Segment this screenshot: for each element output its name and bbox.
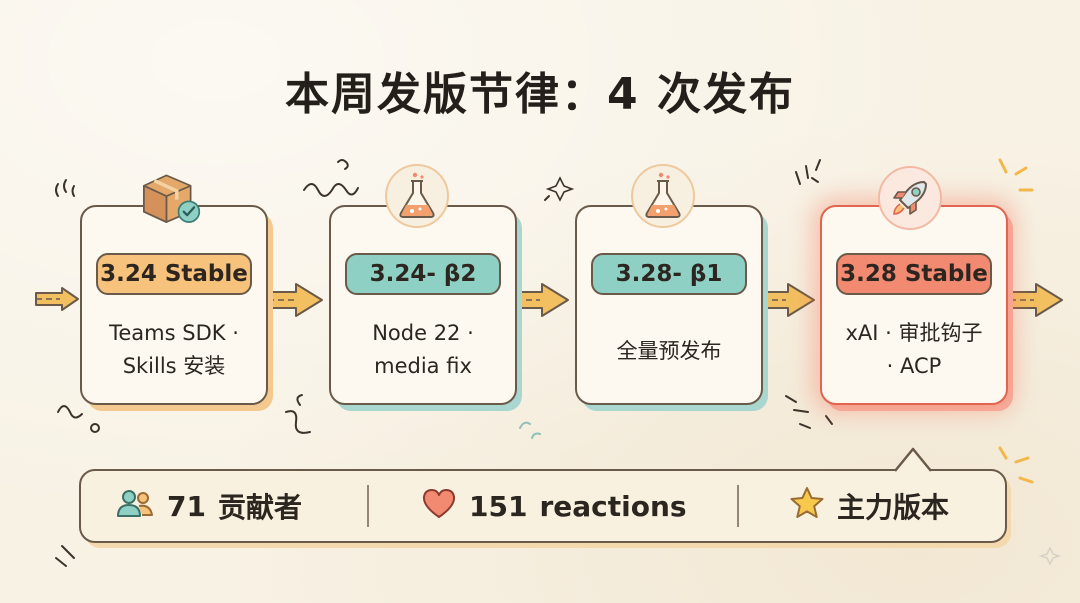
- stat-primary-version: 主力版本: [789, 471, 949, 541]
- rocket-icon: [878, 166, 942, 230]
- stat-contributors: 71 贡献者: [115, 471, 302, 541]
- timeline-arrow-2: [515, 283, 569, 317]
- divider: [737, 485, 739, 527]
- release-card-2[interactable]: 3.24- β2 Node 22 · media fix: [329, 205, 517, 405]
- release-card-1[interactable]: 3.24 Stable Teams SDK · Skills 安装: [80, 205, 268, 405]
- timeline-arrow-3: [761, 283, 815, 317]
- stat-label: 贡献者: [217, 491, 302, 524]
- version-pill: 3.28- β1: [591, 253, 747, 295]
- divider: [367, 485, 369, 527]
- version-pill: 3.24 Stable: [96, 253, 252, 295]
- package-check-icon: [137, 165, 201, 229]
- stat-reactions: 151 reactions: [421, 471, 687, 541]
- flask-icon: [631, 164, 695, 228]
- page-title: 本周发版节律：4 次发布: [285, 69, 795, 120]
- release-card-4[interactable]: 3.28 Stable xAI · 审批钩子 · ACP: [820, 205, 1008, 405]
- stat-label: reactions: [539, 489, 687, 523]
- release-description: Teams SDK · Skills 安装: [109, 321, 239, 378]
- timeline-arrow-start: [35, 287, 79, 311]
- heart-icon: [421, 487, 457, 526]
- stats-bar: 71 贡献者 151 reactions 主力版本: [79, 469, 1007, 543]
- highlight-pointer: [894, 447, 932, 472]
- release-card-3[interactable]: 3.28- β1 全量预发布: [575, 205, 763, 405]
- release-description: 全量预发布: [616, 339, 722, 363]
- release-description: Node 22 · media fix: [372, 321, 474, 378]
- users-icon: [115, 487, 155, 526]
- version-pill: 3.24- β2: [345, 253, 501, 295]
- timeline-arrow-1: [267, 283, 323, 317]
- star-icon: [789, 486, 825, 527]
- timeline-arrow-end: [1009, 283, 1063, 317]
- stat-value: 151: [469, 489, 528, 523]
- version-pill: 3.28 Stable: [836, 253, 992, 295]
- flask-icon: [385, 164, 449, 228]
- stat-label: 主力版本: [837, 491, 950, 524]
- release-description: xAI · 审批钩子 · ACP: [845, 321, 983, 378]
- stat-value: 71: [167, 489, 206, 523]
